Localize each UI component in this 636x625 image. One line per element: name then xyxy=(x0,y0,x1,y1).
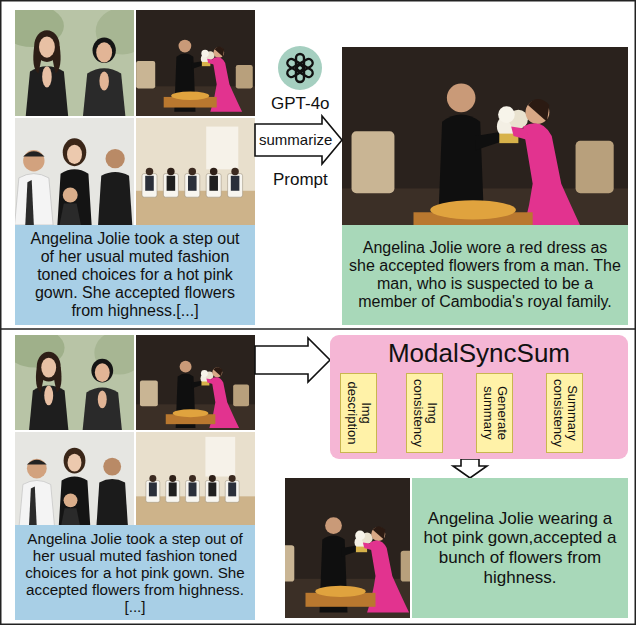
photo-collage xyxy=(136,333,255,432)
gpt-logo xyxy=(278,46,322,90)
photo-collage xyxy=(131,118,259,225)
text-panel: Angelina Jolie took a step out of her us… xyxy=(15,525,255,620)
frame xyxy=(0,328,636,330)
text-panel: Angelina Jolie wore a red dress as she a… xyxy=(342,225,628,325)
tool-label: GPT-4o xyxy=(271,95,330,114)
output-box: Angelina Jolie wore a red dress as she a… xyxy=(342,47,628,325)
photo-collage xyxy=(0,5,259,225)
gpt-logo xyxy=(286,54,314,82)
step-box: Img description xyxy=(340,373,377,453)
node-text: Summary consistency xyxy=(550,377,579,449)
output-photo xyxy=(264,478,432,618)
photo-collage xyxy=(0,5,148,116)
node-text: Generate summary xyxy=(480,377,509,449)
node-text: Angelina Jolie took a step out of her us… xyxy=(22,530,248,615)
text-panel: Angelina Jolie took a step out of her us… xyxy=(15,225,255,325)
node-text: Angelina Jolie wearing a hot pink gown,a… xyxy=(420,509,620,587)
step-box: Summary consistency xyxy=(546,373,583,453)
input-box: Angelina Jolie took a step out of her us… xyxy=(15,10,255,325)
pipeline-box: Img description Img consistency Generate s… xyxy=(330,335,628,459)
gpt-logo xyxy=(286,58,305,73)
photo-collage xyxy=(10,118,138,225)
photo-collage xyxy=(5,328,144,432)
node-text: ModalSyncSum xyxy=(330,339,628,368)
step-box: Img consistency xyxy=(406,373,443,453)
step-box: Generate summary xyxy=(476,373,513,453)
output-photo xyxy=(342,17,628,255)
summary-box: Angelina Jolie wearing a hot pink gown,a… xyxy=(412,478,628,618)
input-box: Angelina Jolie took a step out of her us… xyxy=(15,335,255,620)
output-photo xyxy=(264,478,432,618)
tool-label: Prompt xyxy=(273,171,328,190)
photo-collage xyxy=(15,429,134,528)
photo-collage xyxy=(5,328,255,528)
photo-collage xyxy=(132,10,259,116)
node-text: Angelina Jolie wore a red dress as she a… xyxy=(349,239,621,311)
node-text: Img consistency xyxy=(410,377,439,449)
gpt-logo xyxy=(278,46,322,90)
output-photo xyxy=(342,17,628,255)
block-arrow xyxy=(453,459,487,478)
photo-collage xyxy=(136,429,255,528)
block-arrow xyxy=(255,116,342,164)
node-text: Angelina Jolie took a step out of her us… xyxy=(22,230,248,320)
edge-label: summarize xyxy=(258,132,333,149)
block-arrow xyxy=(255,338,330,382)
node-text: Img description xyxy=(344,377,373,449)
